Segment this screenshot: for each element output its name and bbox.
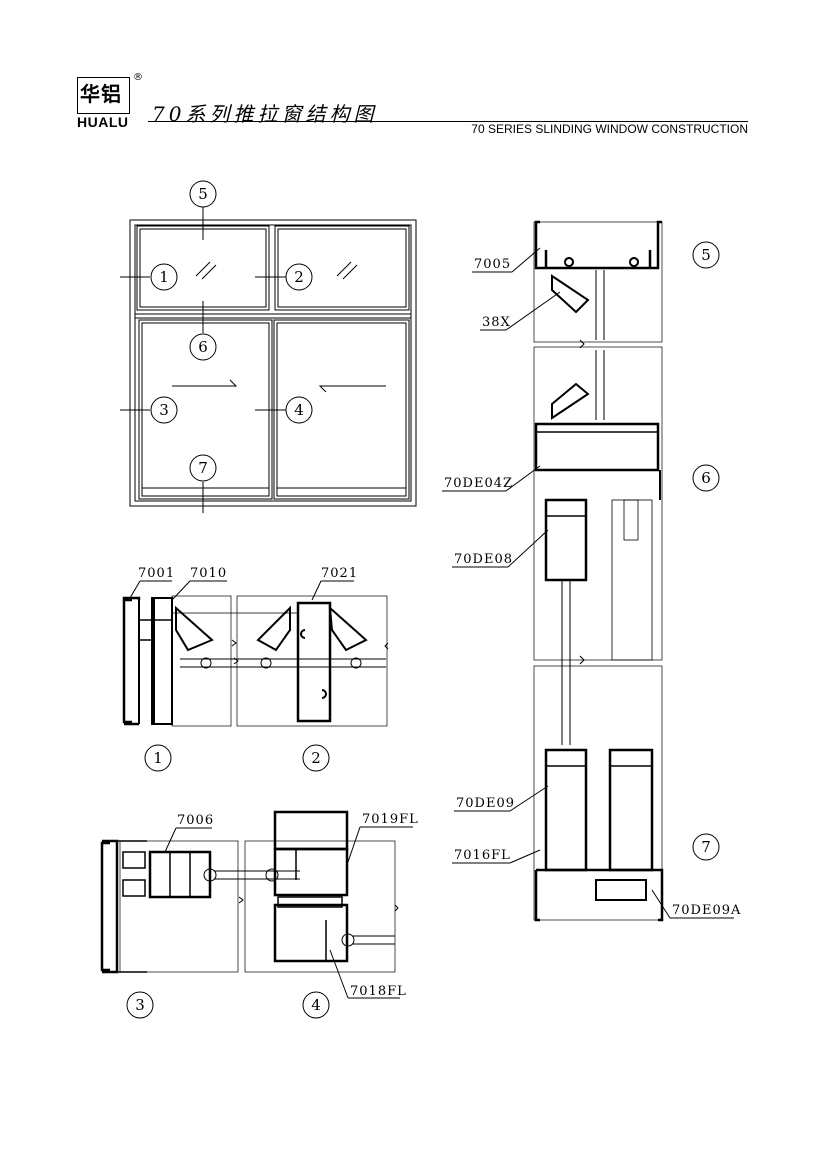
part-38X: 38X — [482, 315, 511, 330]
part-7001: 7001 — [138, 566, 175, 581]
vertical-section — [442, 220, 734, 922]
section-7-label: 7 — [701, 838, 711, 856]
page-title-chinese: 70系列推拉窗结构图 — [152, 102, 378, 126]
callout-2-elev: 2 — [294, 268, 304, 286]
part-70DE08: 70DE08 — [454, 552, 513, 567]
callout-5-elev: 5 — [198, 185, 208, 203]
callout-1-elev: 1 — [159, 268, 169, 286]
part-7016FL: 7016FL — [454, 848, 511, 863]
part-7021: 7021 — [321, 566, 358, 581]
logo-english: HUALU — [77, 114, 129, 130]
callout-6-elev: 6 — [198, 338, 208, 356]
callout-7-elev: 7 — [198, 459, 208, 477]
window-elevation — [120, 180, 417, 513]
part-7019FL: 7019FL — [362, 812, 419, 827]
section-5-label: 5 — [701, 246, 711, 264]
section-2-label: 2 — [311, 749, 321, 767]
title-rule — [148, 121, 748, 122]
part-70DE09A: 70DE09A — [672, 903, 741, 918]
logo-chinese: 华铝 — [80, 82, 122, 106]
part-7010: 7010 — [190, 566, 227, 581]
logo-box — [77, 77, 130, 114]
section-4-label: 4 — [311, 996, 321, 1014]
part-7018FL: 7018FL — [350, 984, 407, 999]
logo-registered-mark: ® — [133, 72, 143, 83]
section-6-label: 6 — [701, 469, 711, 487]
section-1-label: 1 — [153, 749, 163, 767]
section-1-2 — [122, 580, 389, 772]
callout-3-elev: 3 — [159, 401, 169, 419]
part-7005: 7005 — [474, 257, 511, 272]
callout-4-elev: 4 — [294, 401, 304, 419]
part-70DE04Z: 70DE04Z — [444, 476, 513, 491]
part-7006: 7006 — [177, 813, 214, 828]
section-3-label: 3 — [135, 996, 145, 1014]
section-3-4 — [100, 810, 413, 1019]
part-70DE09: 70DE09 — [456, 796, 515, 811]
page-title-english: 70 SERIES SLINDING WINDOW CONSTRUCTION — [471, 122, 748, 136]
